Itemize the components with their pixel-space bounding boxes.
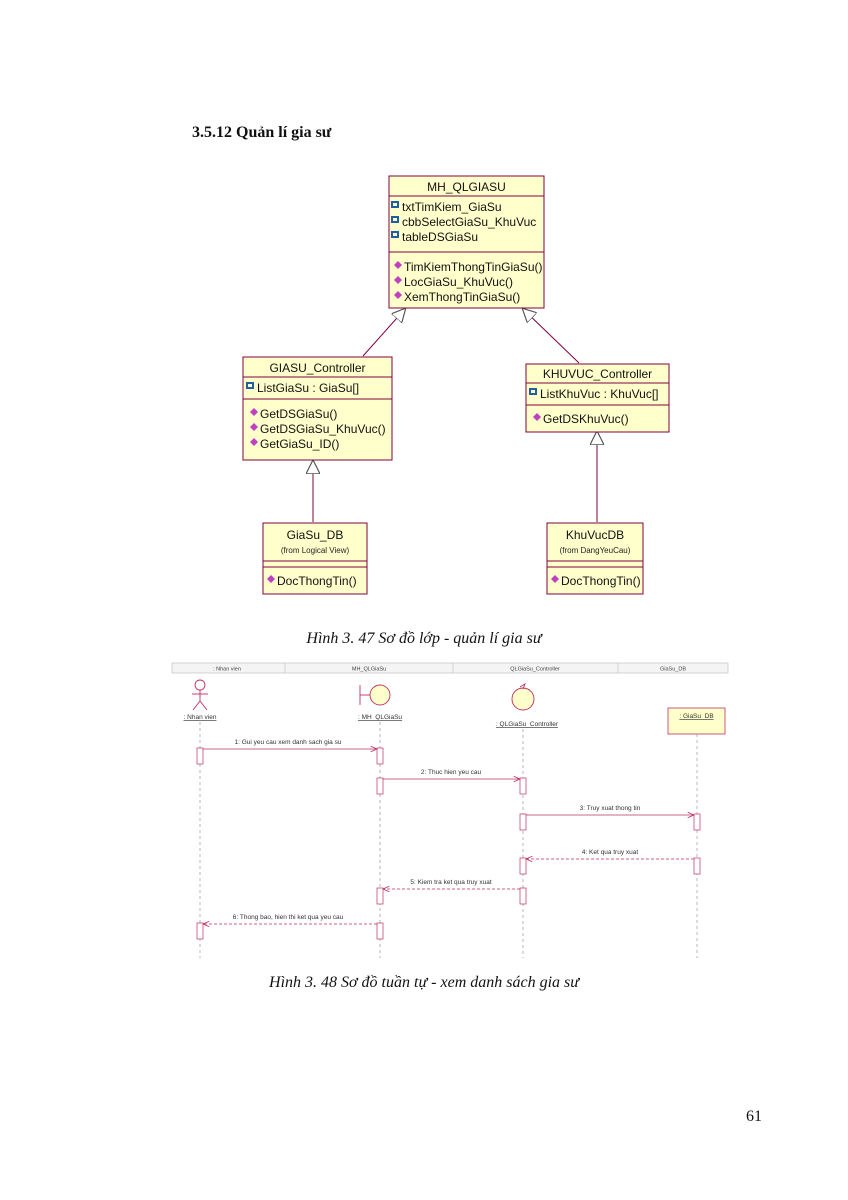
class-name: GIASU_Controller [269,361,365,375]
operation-icon [250,438,258,446]
header-cell: GiaSu_DB [660,667,686,673]
header-cell: QLGiaSu_Controller [510,667,560,673]
message-label: 6: Thong bao, hien thi ket qua yeu cau [233,914,344,921]
operation: LocGiaSu_KhuVuc() [404,275,513,289]
operation-icon [394,276,402,284]
attr-icon [391,201,399,208]
actor-label: : Nhan vien [184,714,217,721]
entity-label: : GiaSu_DB [679,713,713,720]
messages [203,749,694,924]
class-subtitle: (from DangYeuCau) [560,546,631,555]
operation-icon [394,291,402,299]
class-mh-qlgiasu: MH_QLGIASU txtTimKiem_GiaSu cbbSelectGia… [388,175,545,309]
actor-icon [192,679,208,711]
lifelines [199,722,698,958]
operation: GetDSGiaSu_KhuVuc() [260,422,386,436]
operation-icon [250,423,258,431]
inheritance-lines [313,309,597,522]
page-number: 61 [746,1108,762,1125]
figure-caption-48: Hình 3. 48 Sơ đồ tuần tự - xem danh sách… [269,974,579,991]
attr-icon [529,388,537,395]
operation-icon [267,575,275,583]
class-giasu-db: GiaSu_DB (from Logical View) DocThongTin… [262,522,368,595]
operation: GetDSGiaSu() [260,407,337,421]
operation-icon [394,261,402,269]
attr-icon [391,231,399,238]
header-cell: MH_QLGiaSu [352,667,386,673]
attribute: ListKhuVuc : KhuVuc[] [540,387,659,401]
activations [196,747,701,940]
operation-icon [551,575,559,583]
message-label: 4: Ket qua truy xuat [582,849,639,856]
attribute: txtTimKiem_GiaSu [402,200,502,214]
operation-icon [250,408,258,416]
sequence-diagram: : Nhan vien MH_QLGiaSu QLGiaSu_Controlle… [171,662,729,958]
boundary-label: : MH_QLGiaSu [358,714,402,721]
attribute: tableDSGiaSu [402,230,478,244]
operation: DocThongTin() [277,574,357,588]
class-subtitle: (from Logical View) [281,546,350,555]
operation: TimKiemThongTinGiaSu() [404,260,542,274]
class-name: GiaSu_DB [287,528,344,542]
attr-icon [391,216,399,223]
operation: GetGiaSu_ID() [260,437,339,451]
message-label: 1: Gui yeu cau xem danh sach gia su [235,739,342,746]
figure-caption-47: Hình 3. 47 Sơ đồ lớp - quản lí gia sư [306,630,542,647]
attr-icon [246,382,254,389]
message-label: 5: Kiem tra ket qua truy xuat [410,879,491,886]
operation-icon [533,413,541,421]
entity-box: : GiaSu_DB [667,707,726,735]
attribute: ListGiaSu : GiaSu[] [257,381,359,395]
attribute: cbbSelectGiaSu_KhuVuc [402,215,536,229]
class-khuvuc-controller: KHUVUC_Controller ListKhuVuc : KhuVuc[] … [525,363,670,433]
class-name: KHUVUC_Controller [543,367,652,381]
message-label: 2: Thuc hien yeu cau [421,769,482,776]
message-label: 3: Truy xuat thong tin [580,805,641,812]
class-khuvuc-db: KhuVucDB (from DangYeuCau) DocThongTin() [546,522,644,595]
control-icon [511,682,535,711]
control-label: : QLGiaSu_Controller [496,721,559,728]
class-diagram: MH_QLGIASU txtTimKiem_GiaSu cbbSelectGia… [242,175,670,595]
section-heading: 3.5.12 Quản lí gia sư [192,124,332,141]
operation: GetDSKhuVuc() [543,412,629,426]
operation: DocThongTin() [561,574,641,588]
boundary-icon [359,684,391,706]
seq-header: : Nhan vien MH_QLGiaSu QLGiaSu_Controlle… [171,662,729,674]
class-name: KhuVucDB [566,528,624,542]
class-giasu-controller: GIASU_Controller ListGiaSu : GiaSu[] Get… [242,356,393,461]
class-name: MH_QLGIASU [427,180,506,194]
operation: XemThongTinGiaSu() [404,290,520,304]
header-cell: : Nhan vien [213,667,241,673]
